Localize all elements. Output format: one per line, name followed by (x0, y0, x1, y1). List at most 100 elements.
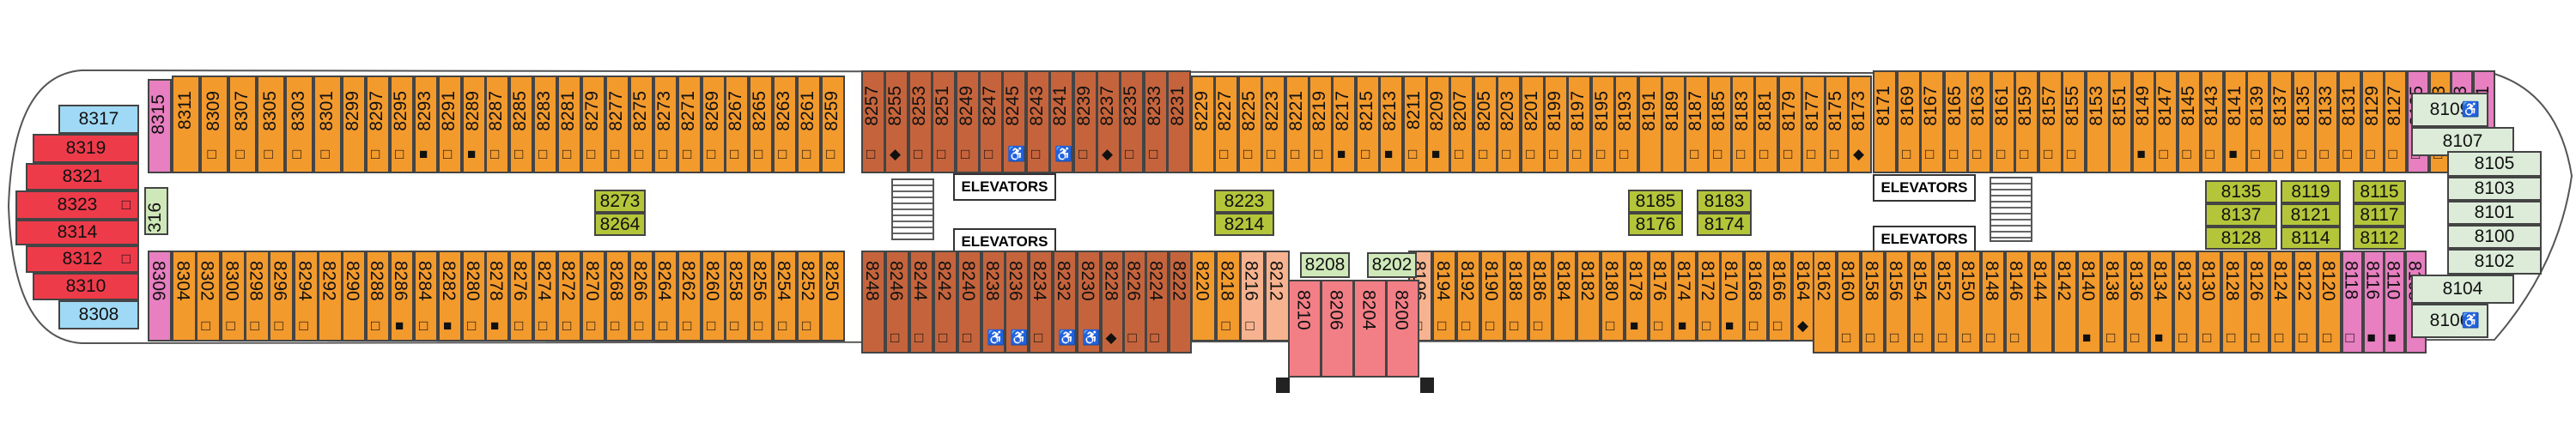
cabin-8200[interactable]: 8200 (1386, 280, 1419, 378)
cabin-8156[interactable]: 8156□ (1885, 251, 1909, 353)
cabin-8321[interactable]: 8321 (26, 163, 139, 190)
cabin-8245[interactable]: 8245♿ (1002, 70, 1026, 173)
cabin-8176[interactable]: 8176 (1628, 213, 1683, 236)
cabin-8103[interactable]: 8103 (2447, 177, 2542, 201)
cabin-8128[interactable]: 8128□ (2221, 251, 2245, 353)
cabin-8166[interactable]: 8166□ (1768, 251, 1792, 341)
cabin-8151[interactable]: 8151 (2109, 70, 2132, 173)
cabin-8258[interactable]: 8258□ (725, 251, 749, 341)
cabin-8294[interactable]: 8294□ (294, 251, 319, 341)
cabin-8181[interactable]: 8181□ (1754, 76, 1778, 173)
cabin-8304[interactable]: 8304 (172, 251, 197, 341)
cabin-8115[interactable]: 8115 (2353, 180, 2406, 203)
cabin-8213[interactable]: 8213■ (1379, 76, 1403, 173)
cabin-8205[interactable]: 8205□ (1473, 76, 1498, 173)
cabin-8215[interactable]: 8215□ (1356, 76, 1380, 173)
cabin-8244[interactable]: 8244□ (909, 251, 933, 353)
cabin-8269[interactable]: 8269□ (702, 76, 726, 173)
cabin-8164[interactable]: 8164◆ (1792, 251, 1816, 341)
cabin-8204[interactable]: 8204 (1353, 280, 1387, 378)
cabin-8202[interactable]: 8202 (1367, 252, 1417, 278)
cabin-8297[interactable]: 8297□ (366, 76, 390, 173)
cabin-8263[interactable]: 8263□ (773, 76, 797, 173)
cabin-8174[interactable]: 8174 (1697, 213, 1752, 236)
cabin-8210[interactable]: 8210 (1288, 280, 1321, 378)
cabin-8102[interactable]: 8102 (2447, 249, 2542, 275)
cabin-8217[interactable]: 8217■ (1332, 76, 1356, 173)
cabin-8114[interactable]: 8114 (2281, 227, 2341, 250)
cabin-8146[interactable]: 8146□ (2005, 251, 2029, 353)
cabin-8224[interactable]: 8224□ (1145, 251, 1169, 353)
cabin-8226[interactable]: 8226□ (1123, 251, 1146, 353)
cabin-8128[interactable]: 8128 (2205, 227, 2277, 250)
cabin-8168[interactable]: 8168□ (1744, 251, 1768, 341)
cabin-8287[interactable]: 8287□ (485, 76, 509, 173)
cabin-8232[interactable]: 8232♿ (1053, 251, 1077, 353)
cabin-8311[interactable]: 8311 (172, 76, 200, 173)
cabin-8147[interactable]: 8147□ (2154, 70, 2178, 173)
cabin-8100[interactable]: 8100 (2447, 225, 2542, 249)
cabin-8160[interactable]: 8160□ (1837, 251, 1861, 353)
cabin-8295[interactable]: 8295□ (390, 76, 414, 173)
cabin-8106[interactable]: 8106♿ (2411, 304, 2488, 338)
cabin-8144[interactable]: 8144 (2029, 251, 2053, 353)
cabin-8191[interactable]: 8191 (1638, 76, 1662, 173)
cabin-8193[interactable]: 8193□ (1614, 76, 1638, 173)
cabin-8285[interactable]: 8285□ (509, 76, 533, 173)
cabin-8137[interactable]: 8137 (2205, 203, 2277, 227)
cabin-8201[interactable]: 8201□ (1521, 76, 1545, 173)
cabin-8161[interactable]: 8161□ (1991, 70, 2015, 173)
cabin-8179[interactable]: 8179□ (1778, 76, 1802, 173)
cabin-8142[interactable]: 8142 (2053, 251, 2077, 353)
cabin-8220[interactable]: 8220 (1191, 251, 1216, 341)
cabin-8270[interactable]: 8270□ (581, 251, 605, 341)
cabin-8303[interactable]: 8303□ (285, 76, 313, 173)
cabin-8231[interactable]: 8231 (1167, 70, 1191, 173)
cabin-8267[interactable]: 8267□ (725, 76, 749, 173)
cabin-8233[interactable]: 8233□ (1144, 70, 1168, 173)
cabin-8289[interactable]: 8289■ (462, 76, 486, 173)
cabin-8143[interactable]: 8143□ (2201, 70, 2224, 173)
cabin-8130[interactable]: 8130□ (2197, 251, 2221, 353)
cabin-8138[interactable]: 8138□ (2101, 251, 2125, 353)
cabin-8199[interactable]: 8199□ (1544, 76, 1568, 173)
cabin-8281[interactable]: 8281□ (557, 76, 581, 173)
cabin-8105[interactable]: 8105 (2447, 151, 2542, 177)
cabin-8129[interactable]: 8129□ (2361, 70, 2385, 173)
cabin-8186[interactable]: 8186□ (1528, 251, 1552, 341)
cabin-8273[interactable]: 8273 (594, 190, 646, 213)
cabin-8307[interactable]: 8307□ (228, 76, 257, 173)
cabin-8301[interactable]: 8301□ (313, 76, 342, 173)
cabin-8241[interactable]: 8241♿ (1049, 70, 1073, 173)
cabin-8195[interactable]: 8195□ (1591, 76, 1615, 173)
cabin-8219[interactable]: 8219□ (1309, 76, 1333, 173)
cabin-8308[interactable]: 8308 (58, 300, 139, 329)
cabin-8159[interactable]: 8159□ (2014, 70, 2038, 173)
cabin-8279[interactable]: 8279□ (581, 76, 605, 173)
cabin-8278[interactable]: 8278■ (485, 251, 509, 341)
cabin-8234[interactable]: 8234□ (1029, 251, 1053, 353)
cabin-8153[interactable]: 8153 (2086, 70, 2110, 173)
cabin-8112[interactable]: 8112 (2353, 227, 2406, 250)
cabin-8182[interactable]: 8182 (1577, 251, 1601, 341)
cabin-8230[interactable]: 8230♿ (1077, 251, 1101, 353)
cabin-8225[interactable]: 8225□ (1238, 76, 1262, 173)
cabin-8259[interactable]: 8259□ (821, 76, 845, 173)
cabin-8286[interactable]: 8286■ (390, 251, 414, 341)
cabin-8276[interactable]: 8276□ (509, 251, 533, 341)
cabin-8120[interactable]: 8120□ (2318, 251, 2342, 353)
cabin-8165[interactable]: 8165□ (1944, 70, 1968, 173)
cabin-8207[interactable]: 8207□ (1449, 76, 1473, 173)
cabin-8178[interactable]: 8178■ (1625, 251, 1649, 341)
cabin-8154[interactable]: 8154□ (1909, 251, 1933, 353)
cabin-8260[interactable]: 8260□ (702, 251, 726, 341)
cabin-8190[interactable]: 8190□ (1480, 251, 1504, 341)
cabin-8247[interactable]: 8247□ (979, 70, 1003, 173)
cabin-8187[interactable]: 8187□ (1685, 76, 1709, 173)
cabin-8148[interactable]: 8148□ (1981, 251, 2005, 353)
cabin-8271[interactable]: 8271□ (677, 76, 702, 173)
cabin-8221[interactable]: 8221□ (1285, 76, 1309, 173)
cabin-8203[interactable]: 8203□ (1497, 76, 1521, 173)
cabin-8310[interactable]: 8310 (33, 273, 139, 300)
cabin-8256[interactable]: 8256□ (749, 251, 773, 341)
